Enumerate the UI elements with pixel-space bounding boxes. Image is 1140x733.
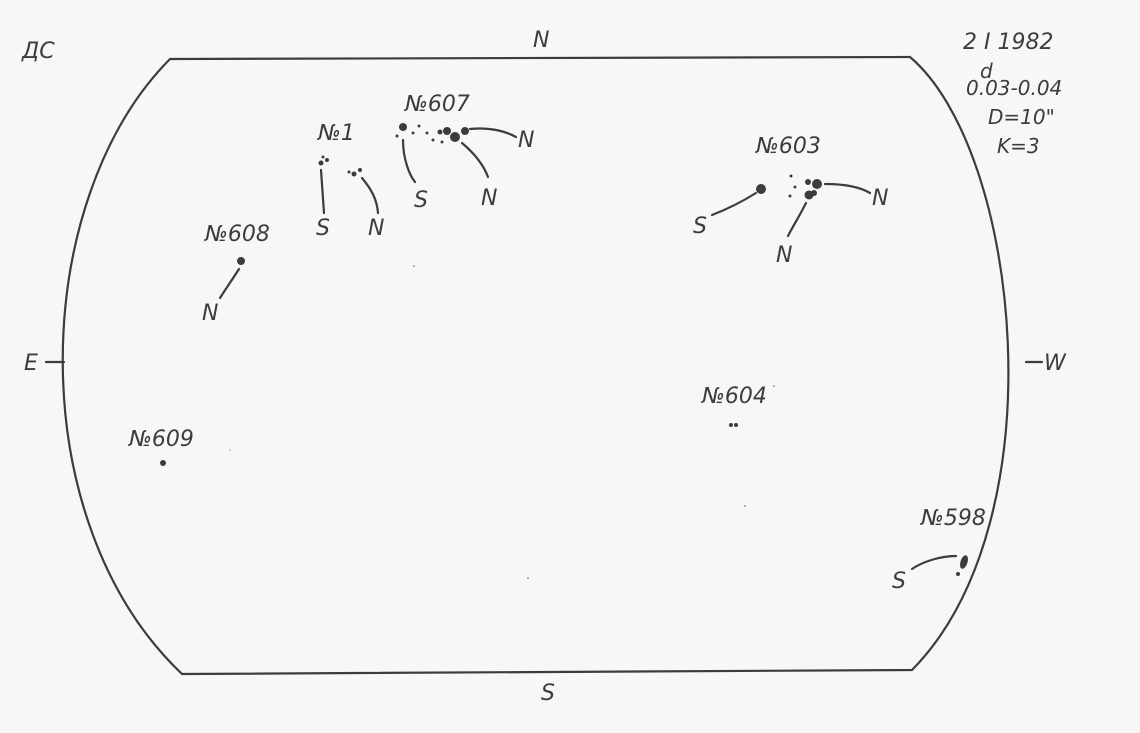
leader-line xyxy=(910,554,958,571)
polarity-label-s: S xyxy=(892,569,906,594)
polarity-label-s: S xyxy=(316,216,330,241)
group-label: №598 xyxy=(920,506,986,531)
sunspot xyxy=(425,131,429,135)
sunspot xyxy=(789,174,793,178)
sunspot xyxy=(805,179,811,185)
observation-duration: 0.03-0.04 xyxy=(966,76,1062,100)
leader-line xyxy=(710,191,758,217)
solar-disk-outline xyxy=(61,55,1010,676)
sunspot xyxy=(437,129,443,135)
sunspot xyxy=(450,132,460,142)
polarity-label-n: N xyxy=(202,301,218,326)
group-label: №607 xyxy=(404,92,470,117)
sunspot-group-609: №609 xyxy=(128,427,194,466)
leader-line xyxy=(786,201,808,238)
leader-line xyxy=(401,138,417,184)
sunspot-group-598: №598 S xyxy=(892,506,986,594)
sunspot xyxy=(461,127,469,135)
sunspot xyxy=(811,190,817,196)
duration-unit-superscript: d xyxy=(980,59,993,83)
sunspot xyxy=(793,185,797,189)
sunspot xyxy=(812,179,822,189)
sunspot-group-603: №603 S N N xyxy=(693,134,888,268)
group-label: №604 xyxy=(701,384,767,409)
polarity-label-n: N xyxy=(872,186,888,211)
group-label: №603 xyxy=(755,134,821,159)
west-label: W xyxy=(1044,351,1067,376)
leader-line xyxy=(218,267,241,300)
k-coefficient: K=3 xyxy=(997,134,1040,158)
sunspot xyxy=(318,160,324,166)
sunspot xyxy=(351,171,357,177)
sunspot xyxy=(321,155,325,159)
sunspot-group-607: №607 S N N xyxy=(395,92,534,213)
sunspot xyxy=(399,123,407,131)
polarity-label-n: N xyxy=(776,243,792,268)
sunspot xyxy=(431,138,435,142)
sunspot xyxy=(734,423,738,427)
leader-line xyxy=(360,176,380,215)
sunspot xyxy=(788,194,792,198)
polarity-label-s: S xyxy=(693,214,707,239)
sunspot-group-1: №1 S N xyxy=(316,121,384,241)
sunspot xyxy=(347,170,351,174)
sunspot-group-604: №604 xyxy=(701,384,767,427)
sunspot-group-608: №608 N xyxy=(202,222,270,326)
leader-line xyxy=(823,182,872,195)
group-label: №1 xyxy=(317,121,355,146)
group-label: №608 xyxy=(204,222,270,247)
south-label: S xyxy=(541,681,555,706)
sunspot xyxy=(325,158,329,162)
sunspot xyxy=(160,460,166,466)
polarity-label-n: N xyxy=(481,186,497,211)
observatory-code: ДС xyxy=(21,39,55,64)
sunspot xyxy=(956,572,960,576)
leader-line xyxy=(460,141,490,179)
leader-line xyxy=(468,127,518,139)
sunspot xyxy=(756,184,766,194)
sunspot xyxy=(395,134,399,138)
sunspot xyxy=(417,124,421,128)
polarity-label-n: N xyxy=(368,216,384,241)
polarity-label-s: S xyxy=(414,188,428,213)
sunspot xyxy=(440,140,444,144)
paper-specks xyxy=(229,265,775,579)
sunspot xyxy=(358,168,362,172)
sunspot xyxy=(411,131,415,135)
sunspot xyxy=(729,423,733,427)
image-diameter: D=10" xyxy=(988,105,1055,129)
sunspot xyxy=(443,127,451,135)
polarity-label-n: N xyxy=(518,128,534,153)
sunspot xyxy=(237,257,245,265)
leader-line xyxy=(319,168,326,215)
observation-date: 2 I 1982 xyxy=(963,30,1053,55)
group-label: №609 xyxy=(128,427,194,452)
north-label: N xyxy=(533,28,549,53)
east-label: E xyxy=(24,351,38,376)
sunspot xyxy=(960,555,968,569)
